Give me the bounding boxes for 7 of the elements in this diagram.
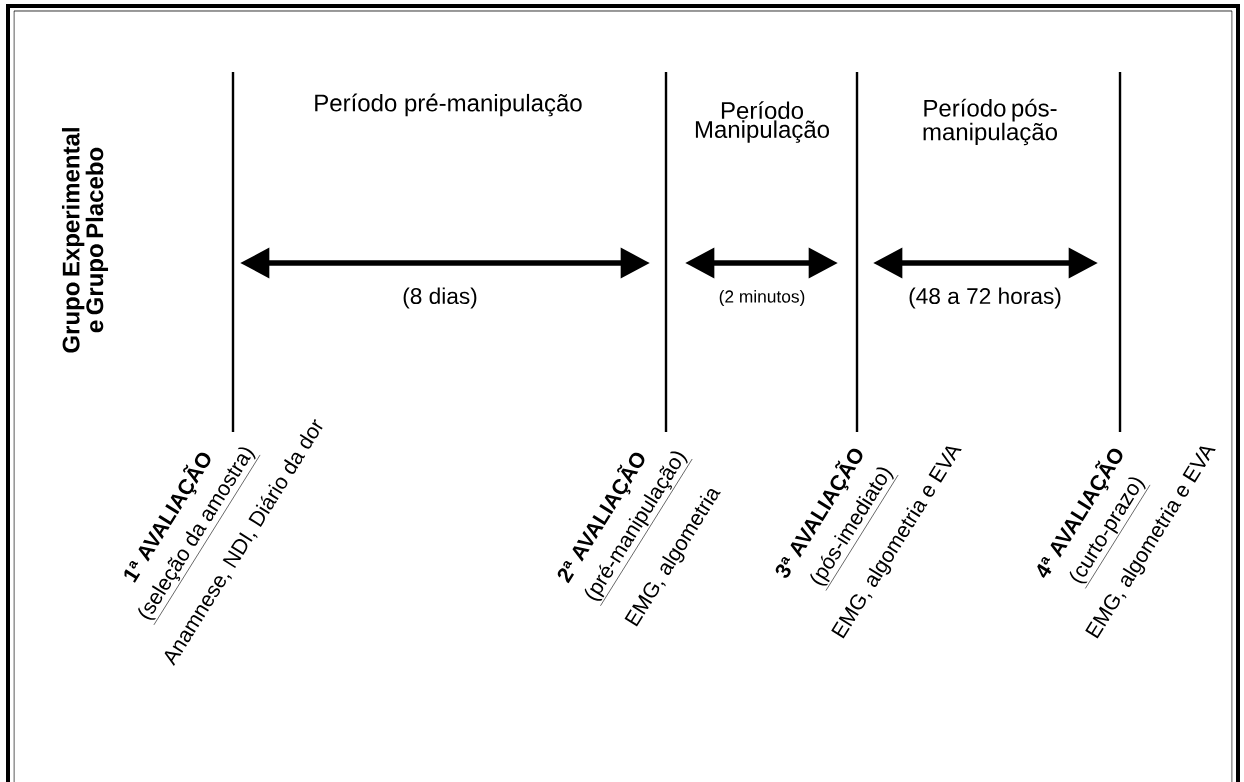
group-label: Grupo Experimental e Grupo Placebo — [61, 128, 109, 353]
period-heading: Período Manipulação — [695, 101, 829, 143]
period-heading: Período pré-manipulação — [315, 93, 582, 117]
duration-label: (8 dias) — [403, 287, 477, 309]
period-heading: Período pós-manipulação — [923, 98, 1057, 146]
duration-label: (2 minutos) — [719, 289, 805, 307]
duration-label: (48 a 72 horas) — [909, 287, 1061, 309]
